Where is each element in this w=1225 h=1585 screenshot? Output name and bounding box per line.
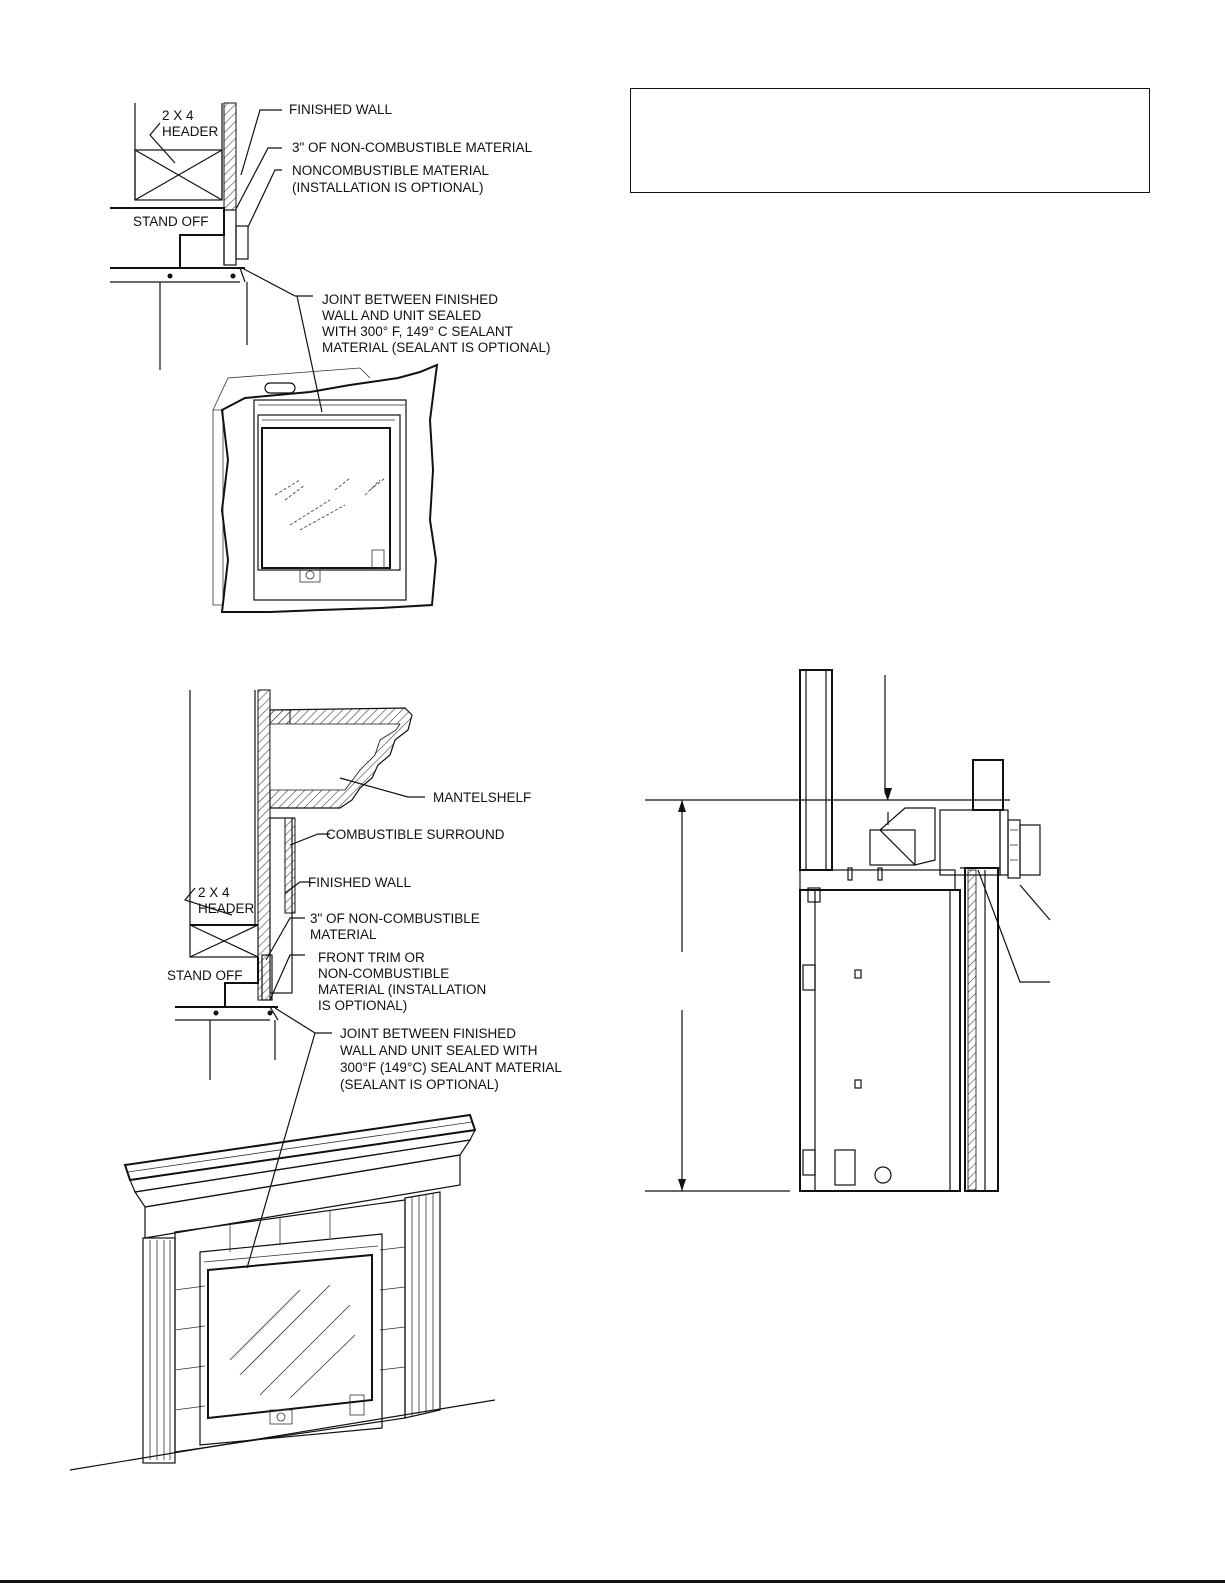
- side-elevation: [645, 669, 1051, 1192]
- top-fireplace-view: [212, 363, 439, 613]
- bottom-mantel-view: [69, 1113, 496, 1471]
- fireplace-glass-icon: [229, 1284, 356, 1399]
- label-finished-wall: FINISHED WALL: [289, 102, 393, 117]
- label-combustible-surround: COMBUSTIBLE SURROUND: [326, 827, 505, 842]
- fireplace-glass-icon: [274, 477, 386, 531]
- label-mantelshelf: MANTELSHELF: [433, 790, 531, 805]
- label-finished-wall: FINISHED WALL: [308, 875, 412, 890]
- control-valve-icon: [269, 1394, 365, 1425]
- header-cross-icon: [189, 924, 259, 958]
- bottom-rule: [0, 1580, 1225, 1583]
- label-noncomb-3in: 3" OF NON-COMBUSTIBLE MATERIAL: [292, 140, 533, 155]
- hatched-wall-icon: [257, 689, 271, 1001]
- control-valve-icon: [299, 549, 385, 583]
- label-noncomb-optional: NONCOMBUSTIBLE MATERIAL(INSTALLATION IS …: [292, 163, 490, 195]
- header-cross-icon: [134, 149, 223, 201]
- vent-pipe-icon: [869, 759, 1041, 879]
- hatched-wall-icon: [223, 102, 237, 211]
- label-stand-off: STAND OFF: [167, 968, 243, 983]
- label-stand-off: STAND OFF: [133, 214, 209, 229]
- note-box: [630, 88, 1150, 193]
- bottom-mantel-detail: MANTELSHELF COMBUSTIBLE SURROUND FINISHE…: [167, 689, 562, 1269]
